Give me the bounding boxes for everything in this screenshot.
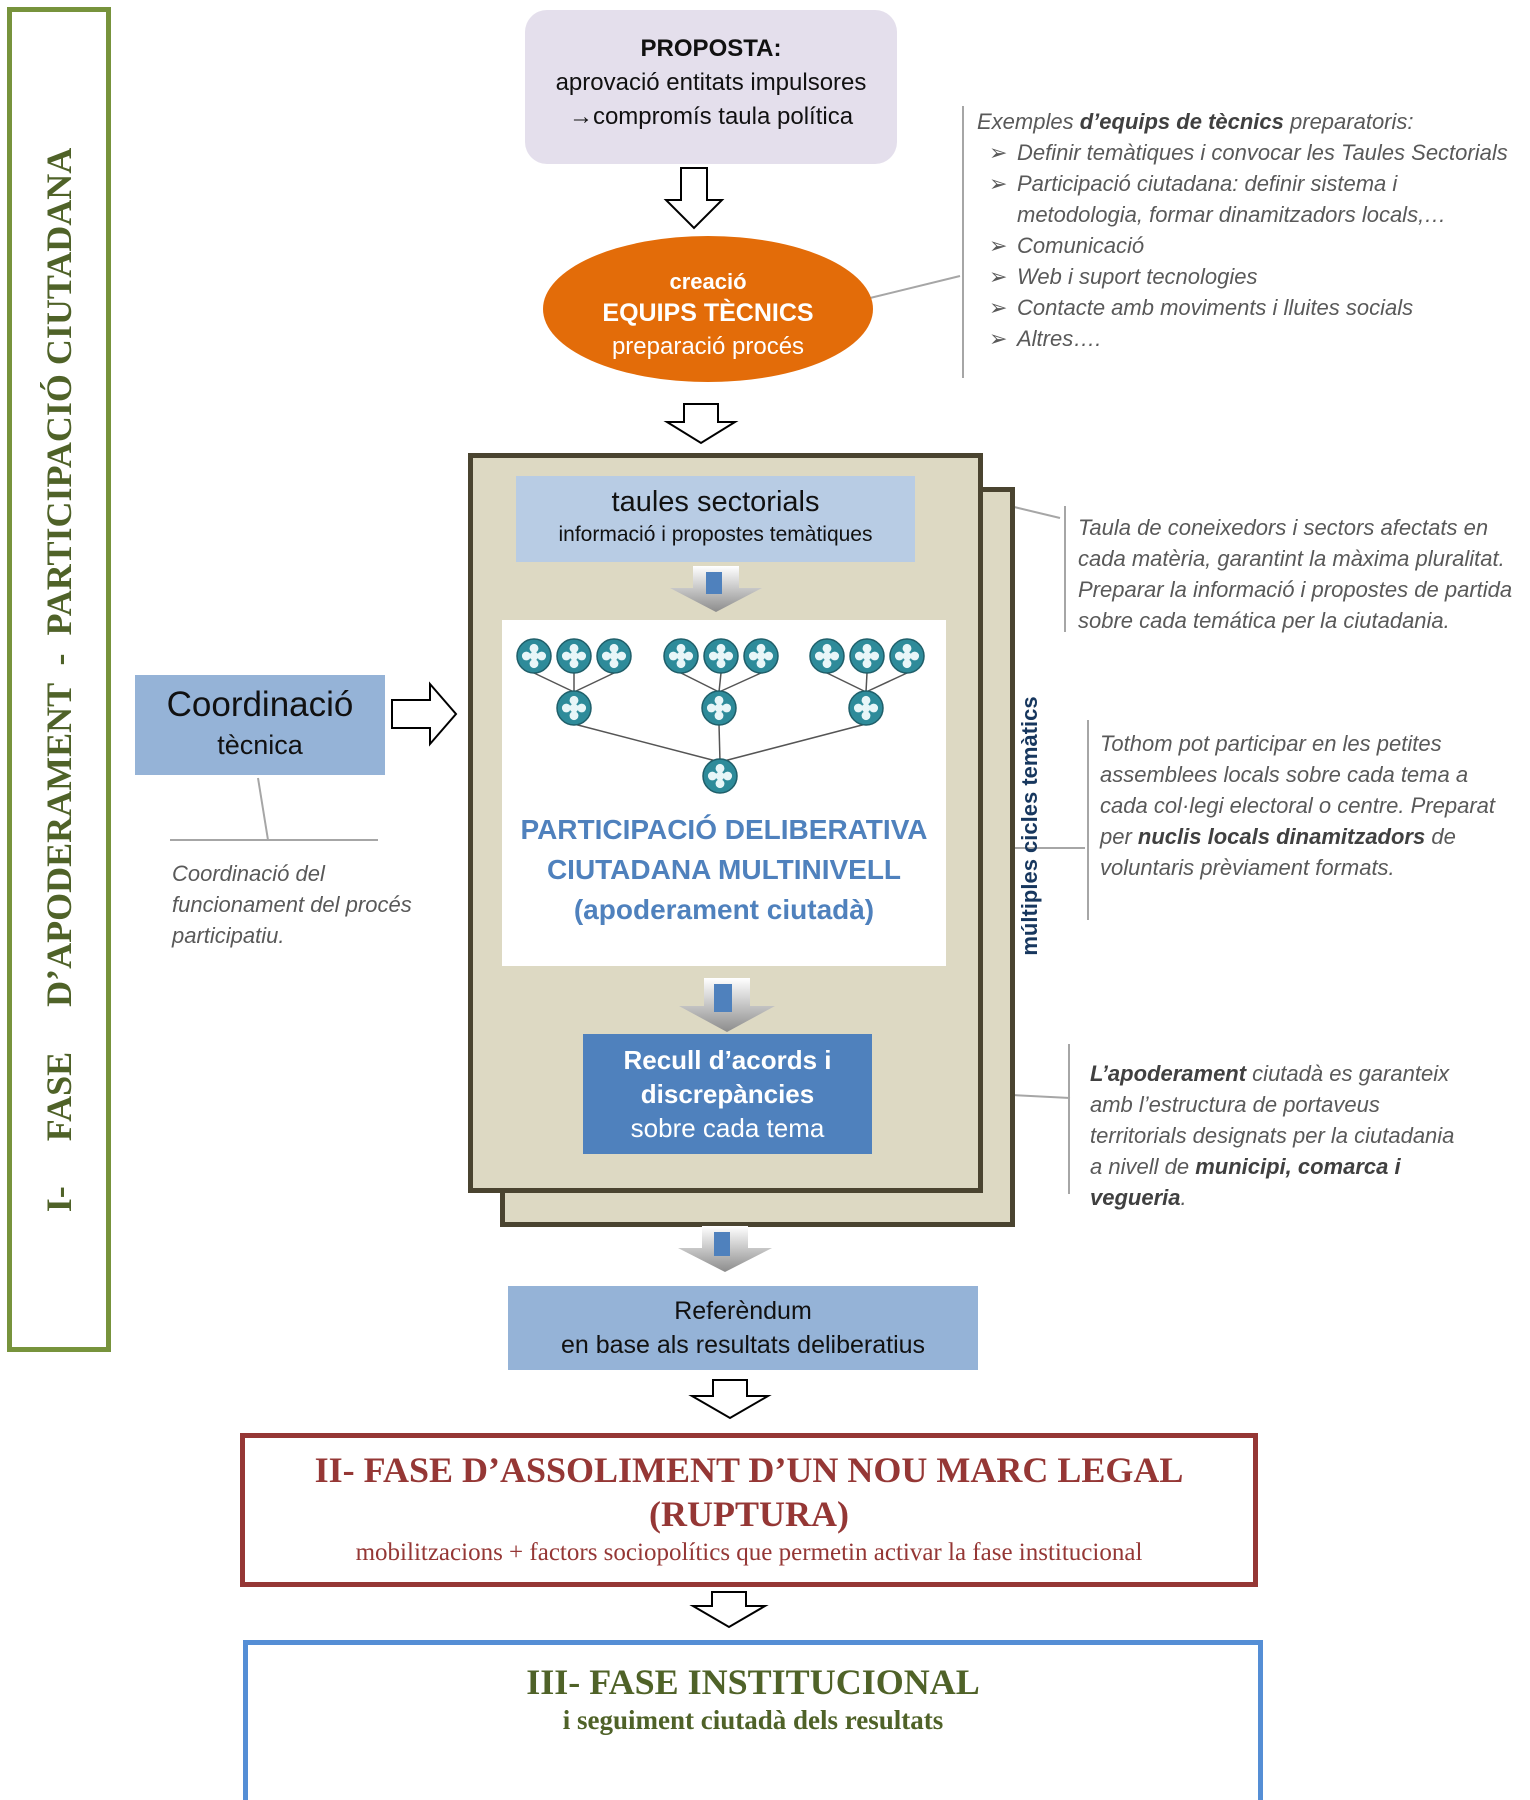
network-link (718, 723, 721, 763)
bullet-arrow-icon: ➢ (989, 326, 1008, 351)
arrow-down-icon (670, 566, 762, 612)
network-link (533, 672, 575, 693)
bullet-arrow-icon: ➢ (989, 140, 1008, 165)
network-link (718, 672, 762, 693)
assembly-icon (596, 638, 632, 674)
network-link (573, 723, 721, 763)
proposta-line2: →compromís taula política (568, 103, 854, 130)
arrow-down-icon (678, 1226, 772, 1272)
assembly-icon (809, 638, 845, 674)
taules-sectorials-box: taules sectorials informació i propostes… (516, 476, 915, 562)
note-divider (1068, 1044, 1070, 1194)
phase1-frame (7, 7, 111, 1352)
equips-note: Exemples d’equips de tècnics preparatori… (977, 106, 1527, 354)
cicles-tematics-label: múltiples cicles temàtics (1017, 696, 1042, 956)
equips-note-item: ➢Altres…. (977, 323, 1527, 354)
equips-tecnics-ellipse: creació EQUIPS TÈCNICS preparació procés (543, 236, 873, 382)
arrow-down-icon (679, 978, 775, 1032)
equips-note-item: ➢Participació ciutadana: definir sistema… (977, 168, 1527, 230)
network-link (680, 672, 720, 693)
assembly-icon (848, 690, 884, 726)
participacio-text: PARTICIPACIÓ DELIBERATIVA CIUTADANA MULT… (520, 814, 928, 925)
assembly-icon (889, 638, 925, 674)
note-divider (1064, 506, 1066, 632)
arrow-right-icon (391, 681, 458, 747)
assembly-icon (849, 638, 885, 674)
equips-note-list: ➢Definir temàtiques i convocar les Taule… (977, 137, 1527, 354)
taules-subtitle: informació i propostes temàtiques (558, 523, 873, 546)
assembly-icon (743, 638, 779, 674)
equips-note-intro: Exemples d’equips de tècnics preparatori… (977, 109, 1414, 134)
assembly-icon (663, 638, 699, 674)
referendum-box: Referèndum en base als resultats deliber… (508, 1286, 978, 1370)
recull-note: L’apoderament ciutadà es garanteix amb l… (1090, 1061, 1455, 1210)
taules-title: taules sectorials (611, 486, 820, 518)
note-divider (962, 106, 964, 378)
equips-note-item: ➢Definir temàtiques i convocar les Taule… (977, 137, 1527, 168)
network-link (718, 672, 722, 693)
proposta-box: PROPOSTA: aprovació entitats impulsores … (525, 10, 897, 164)
arrow-down-icon (688, 1379, 772, 1420)
phase3-subtitle: i seguiment ciutadà dels resultats (562, 1705, 944, 1735)
bullet-arrow-icon: ➢ (989, 295, 1008, 320)
phase3-box: III- FASE INSTITUCIONAL i seguiment ciut… (243, 1640, 1263, 1800)
phase2-box: II- FASE D’ASSOLIMENT D’UN NOU MARC LEGA… (240, 1433, 1258, 1587)
assembly-icon (703, 638, 739, 674)
coordinacio-note: Coordinació del funcionament del procés … (172, 861, 412, 948)
assembly-icon (702, 758, 738, 794)
assembly-icon (516, 638, 552, 674)
participacio-note: Tothom pot participar en les petites ass… (1100, 731, 1495, 880)
equips-line3: preparació procés (611, 333, 805, 360)
arrow-down-icon (689, 1591, 769, 1629)
network-link (826, 672, 867, 693)
equips-note-item: ➢Comunicació (977, 230, 1527, 261)
bullet-arrow-icon: ➢ (989, 171, 1008, 196)
coordinacio-box: Coordinació tècnica (135, 675, 385, 775)
assembly-icon (556, 638, 592, 674)
note-divider (1087, 720, 1089, 920)
network-link (865, 672, 908, 693)
arrow-down-icon (663, 403, 739, 445)
equips-note-item: ➢Web i suport tecnologies (977, 261, 1527, 292)
network-link (573, 672, 615, 693)
equips-note-item: ➢Contacte amb moviments i lluites social… (977, 292, 1527, 323)
taules-note: Taula de coneixedors i sectors afectats … (1078, 515, 1513, 633)
equips-line1: creació (669, 269, 747, 294)
phase3-title: III- FASE INSTITUCIONAL (526, 1662, 980, 1702)
assembly-icon (556, 690, 592, 726)
bullet-arrow-icon: ➢ (989, 264, 1008, 289)
arrow-down-icon (663, 167, 725, 230)
assembly-icon (701, 690, 737, 726)
proposta-line1: aprovació entitats impulsores (555, 69, 867, 96)
phase2-title: II- FASE D’ASSOLIMENT D’UN NOU MARC LEGA… (314, 1450, 1184, 1534)
proposta-heading: PROPOSTA: (640, 35, 782, 62)
phase2-subtitle: mobilitzacions + factors sociopolítics q… (355, 1539, 1143, 1566)
bullet-arrow-icon: ➢ (989, 233, 1008, 258)
equips-line2: EQUIPS TÈCNICS (602, 299, 814, 327)
network-link (865, 672, 868, 693)
network-link (719, 723, 867, 763)
recull-acords-box: Recull d’acords i discrepàncies sobre ca… (583, 1034, 872, 1154)
